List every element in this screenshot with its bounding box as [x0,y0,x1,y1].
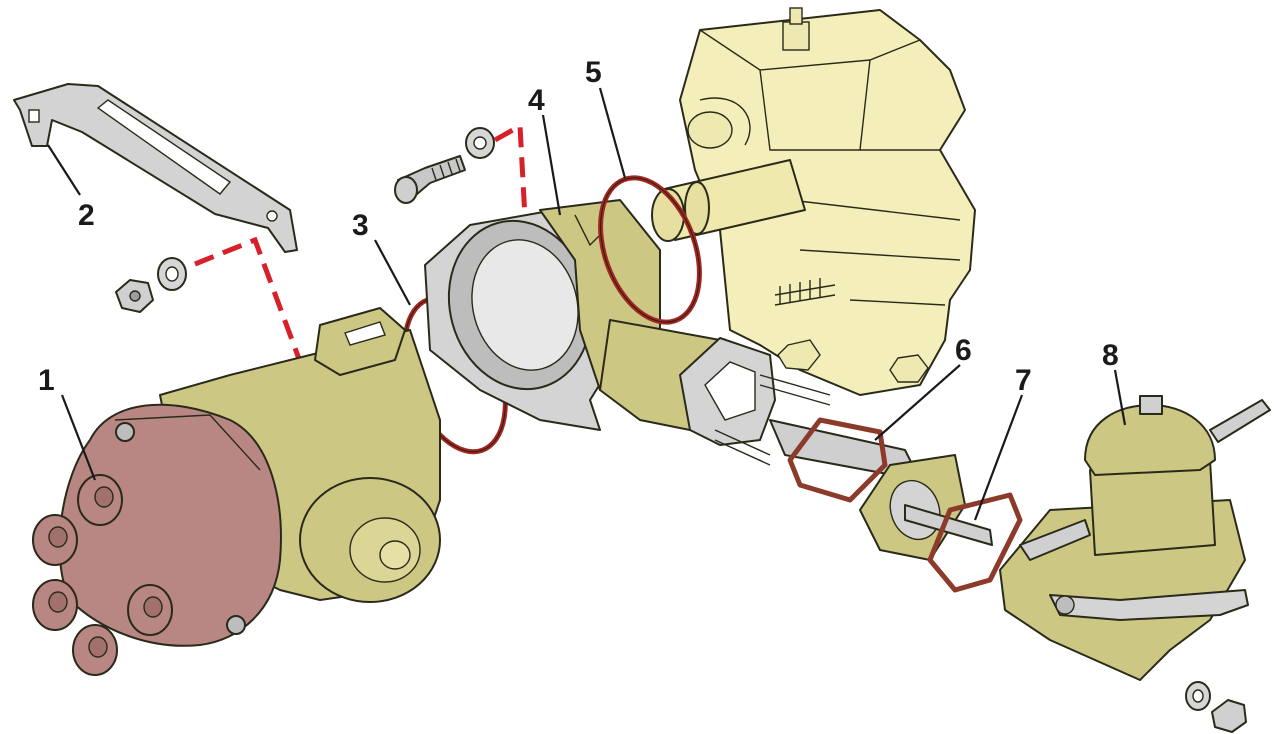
nut-and-washer [115,257,187,313]
leader-8 [1113,369,1127,426]
leader-lines [47,87,1127,521]
callout-3: 3 [352,209,369,242]
callout-4: 4 [528,84,545,117]
leader-4 [541,114,562,216]
pump-dome [1084,404,1216,476]
cap-clip-screw-lower [226,615,246,635]
cap-clip-screw-upper [115,422,135,442]
distributor-cap [58,403,282,647]
fuel-pump [999,395,1271,681]
bolt-and-washer [394,127,495,204]
leader-7 [973,394,1024,521]
bracket [13,83,298,253]
pump-nut-and-washer [1185,681,1247,733]
distributor [32,307,441,676]
adapter-flange [679,337,831,466]
callout-5: 5 [585,56,602,89]
o-ring-5 [598,175,702,325]
spacer-block [859,454,1023,593]
engine-block [651,7,976,396]
callout-1: 1 [38,364,55,397]
gasket-6 [787,417,888,503]
leader-5 [598,87,627,179]
gasket-7 [927,492,1023,593]
leader-6 [874,364,961,441]
callout-2: 2 [78,199,95,232]
cap-towers [32,474,173,676]
callout-8: 8 [1102,339,1119,372]
leader-3 [374,239,411,306]
leader-2 [47,144,81,196]
bracket-plate [13,83,298,253]
leader-1 [60,394,97,481]
callout-7: 7 [1015,364,1032,397]
callout-6: 6 [955,334,972,367]
callout-labels: 1 2 3 4 5 6 7 8 [38,56,1119,397]
